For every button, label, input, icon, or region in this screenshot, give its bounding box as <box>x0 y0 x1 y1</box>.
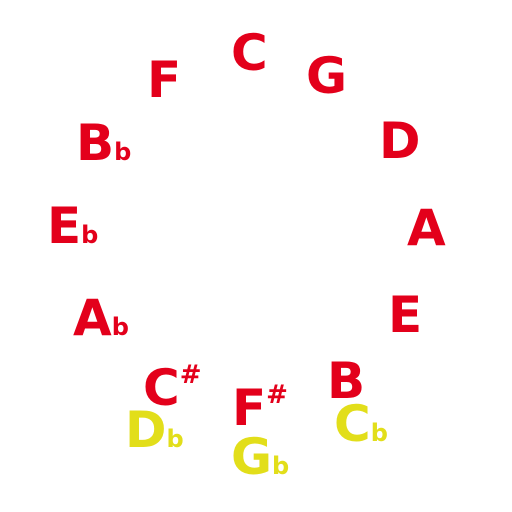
note-g-flat: Gb <box>231 428 290 486</box>
note-b: B <box>327 352 366 410</box>
note-f: F <box>147 51 182 109</box>
note-a: A <box>407 199 446 257</box>
note-c-flat: Cb <box>334 395 388 453</box>
note-c: C <box>231 24 268 82</box>
note-f-sharp: F# <box>232 379 288 437</box>
note-e: E <box>388 286 423 344</box>
note-b-flat: Bb <box>76 114 132 172</box>
note-g: G <box>306 47 348 105</box>
note-e-flat: Eb <box>47 197 99 255</box>
note-d-flat: Db <box>125 401 184 459</box>
note-c-sharp: C# <box>143 359 202 417</box>
note-d: D <box>379 112 421 170</box>
note-a-flat: Ab <box>73 289 129 347</box>
